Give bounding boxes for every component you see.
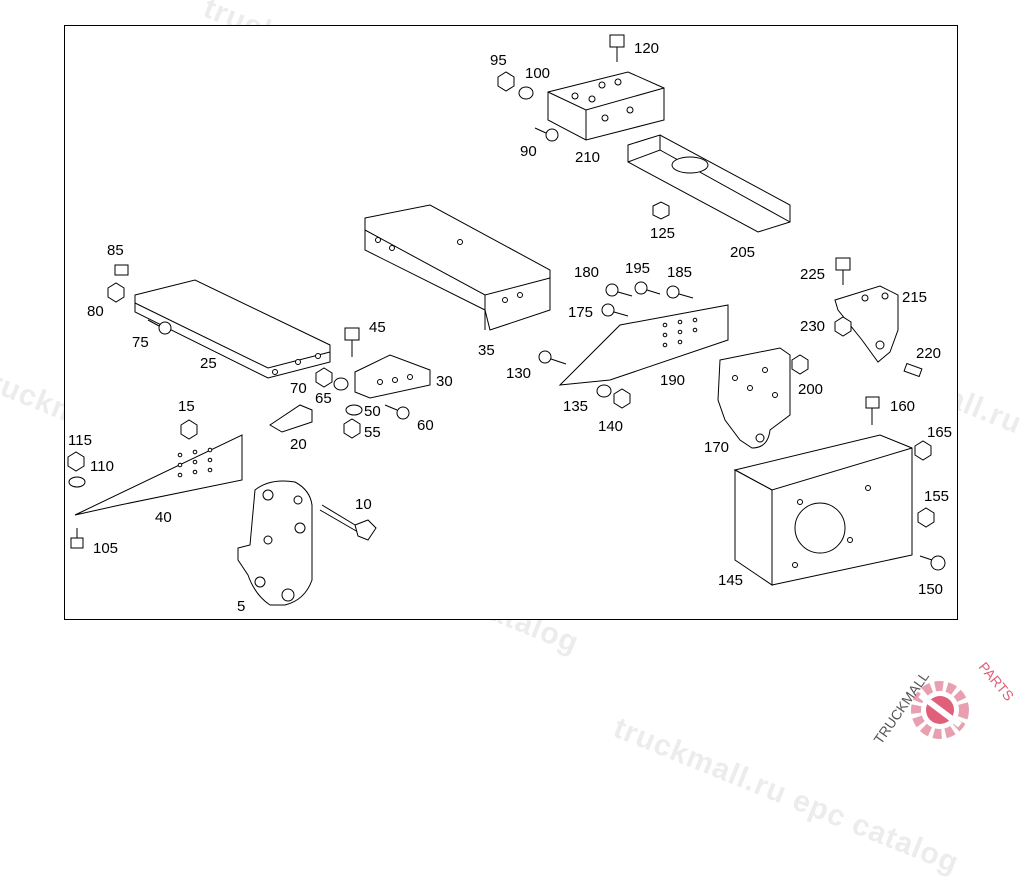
label-55: 55 — [364, 424, 381, 441]
label-155: 155 — [924, 488, 949, 505]
part-215-bracket — [834, 285, 899, 363]
part-205-channel — [627, 134, 791, 233]
label-65: 65 — [315, 390, 332, 407]
part-labels: 120 95 100 90 210 125 205 85 80 75 25 35… — [68, 40, 952, 615]
part-40-plate — [74, 434, 243, 516]
logo-text-left: TRUCKMALL — [870, 668, 932, 747]
label-135: 135 — [563, 398, 588, 415]
label-220: 220 — [916, 345, 941, 362]
label-165: 165 — [927, 424, 952, 441]
label-20: 20 — [290, 436, 307, 453]
label-190: 190 — [660, 372, 685, 389]
label-40: 40 — [155, 509, 172, 526]
label-125: 125 — [650, 225, 675, 242]
label-225: 225 — [800, 266, 825, 283]
label-145: 145 — [718, 572, 743, 589]
label-10: 10 — [355, 496, 372, 513]
part-190-plate — [558, 304, 729, 386]
label-75: 75 — [132, 334, 149, 351]
part-20-plate — [269, 404, 313, 433]
part-210-bracket — [547, 71, 665, 141]
label-50: 50 — [364, 403, 381, 420]
part-5-bracket — [237, 480, 313, 606]
label-80: 80 — [87, 303, 104, 320]
label-60: 60 — [417, 417, 434, 434]
label-180: 180 — [574, 264, 599, 281]
label-25: 25 — [200, 355, 217, 372]
label-15: 15 — [178, 398, 195, 415]
label-205: 205 — [730, 244, 755, 261]
parts-diagram: 120 95 100 90 210 125 205 85 80 75 25 35… — [67, 34, 952, 615]
label-120: 120 — [634, 40, 659, 57]
label-185: 185 — [667, 264, 692, 281]
label-230: 230 — [800, 318, 825, 335]
label-105: 105 — [93, 540, 118, 557]
label-35: 35 — [478, 342, 495, 359]
label-115: 115 — [68, 432, 92, 449]
label-95: 95 — [490, 52, 507, 69]
label-30: 30 — [436, 373, 453, 390]
part-10-bolt — [319, 504, 377, 541]
label-195: 195 — [625, 260, 650, 277]
label-130: 130 — [506, 365, 531, 382]
label-70: 70 — [290, 380, 307, 397]
label-175: 175 — [568, 304, 593, 321]
label-45: 45 — [369, 319, 386, 336]
part-35-crossmember — [364, 204, 551, 331]
label-215: 215 — [902, 289, 927, 306]
label-90: 90 — [520, 143, 537, 160]
part-145-housing — [733, 434, 913, 586]
label-210: 210 — [575, 149, 600, 166]
part-30-bracket — [354, 354, 431, 399]
truckmall-parts-logo: TRUCKMALL PARTS — [870, 659, 1017, 747]
label-160: 160 — [890, 398, 915, 415]
fasteners — [67, 34, 946, 571]
label-5: 5 — [237, 598, 245, 615]
label-100: 100 — [525, 65, 550, 82]
logo-text-right: PARTS — [976, 659, 1017, 704]
label-170: 170 — [704, 439, 729, 456]
label-140: 140 — [598, 418, 623, 435]
label-85: 85 — [107, 242, 124, 259]
part-25-crossmember — [134, 279, 331, 379]
part-170-bracket — [717, 347, 791, 449]
label-200: 200 — [798, 381, 823, 398]
label-110: 110 — [90, 458, 114, 475]
label-150: 150 — [918, 581, 943, 598]
